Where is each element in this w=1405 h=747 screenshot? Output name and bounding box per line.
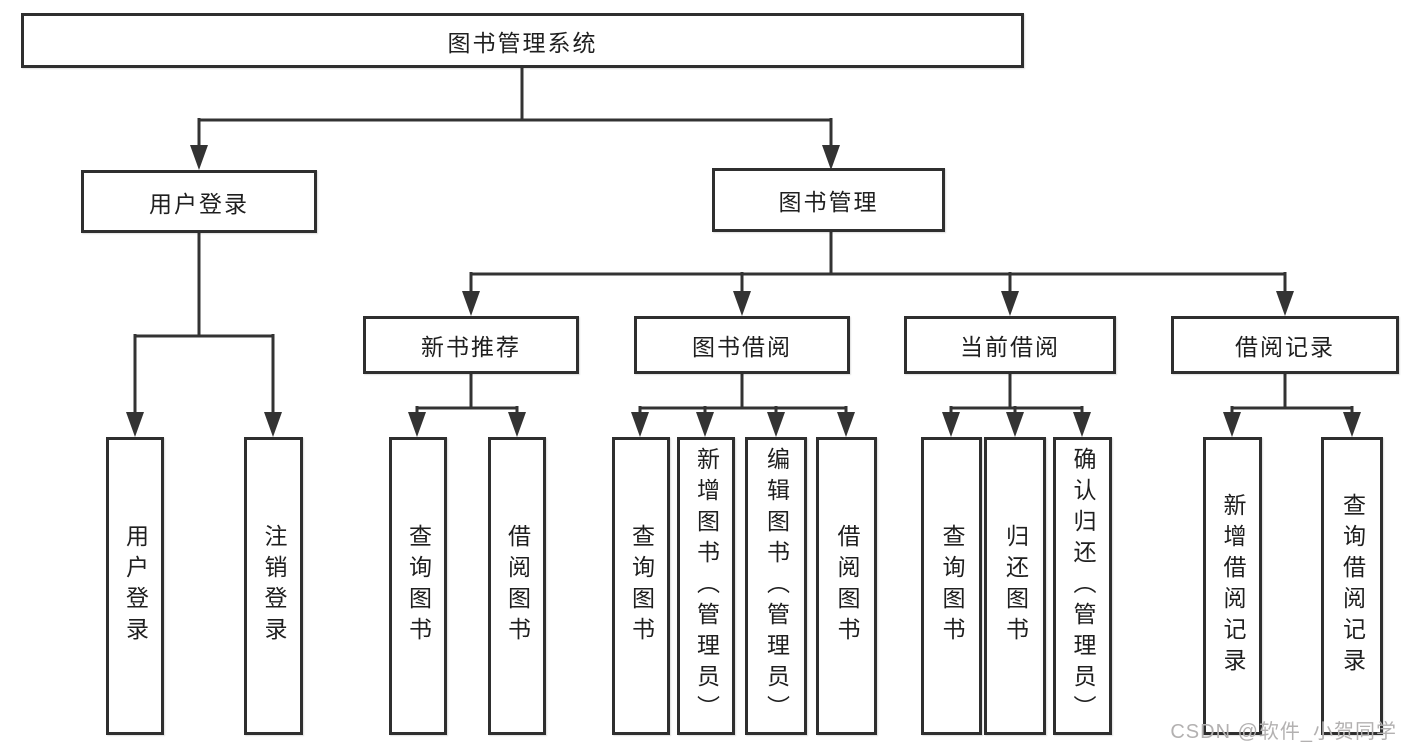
node-borrowing-records: 借阅记录	[1171, 316, 1399, 374]
leaf-query-books-recommend: 查询图书	[389, 437, 447, 735]
leaf-borrow-books-recommend: 借阅图书	[488, 437, 546, 735]
node-root: 图书管理系统	[21, 13, 1024, 68]
arrowheads	[126, 145, 1361, 437]
connector-currentborrow-to-children	[949, 374, 1084, 416]
node-book-borrowing: 图书借阅	[634, 316, 850, 374]
leaf-query-books-borrowing: 查询图书	[612, 437, 670, 735]
connector-bookborrow-to-children	[638, 374, 848, 416]
csdn-watermark: CSDN @软件_小贺同学	[1170, 721, 1397, 743]
node-user-login: 用户登录	[81, 170, 317, 233]
node-current-borrowing: 当前借阅	[904, 316, 1116, 374]
connector-records-to-children	[1230, 374, 1354, 416]
leaf-add-book-admin: 新增图书（管理员）	[677, 437, 735, 735]
connector-root-to-level2	[197, 66, 833, 148]
leaf-query-books-current: 查询图书	[921, 437, 982, 735]
leaf-query-borrow-record: 查询借阅记录	[1321, 437, 1383, 735]
connector-userlogin-to-children	[133, 233, 275, 416]
connector-bookmgmt-to-level3	[469, 232, 1287, 294]
leaf-edit-book-admin: 编辑图书（管理员）	[745, 437, 807, 735]
node-new-book-recommend: 新书推荐	[363, 316, 579, 374]
connector-newbook-to-children	[415, 374, 519, 416]
leaf-add-borrow-record: 新增借阅记录	[1203, 437, 1262, 735]
node-book-management: 图书管理	[712, 168, 945, 232]
leaf-logout: 注销登录	[244, 437, 303, 735]
leaf-user-login: 用户登录	[106, 437, 164, 735]
leaf-return-book: 归还图书	[984, 437, 1046, 735]
leaf-confirm-return-admin: 确认归还（管理员）	[1053, 437, 1112, 735]
leaf-borrow-books-borrowing: 借阅图书	[816, 437, 877, 735]
